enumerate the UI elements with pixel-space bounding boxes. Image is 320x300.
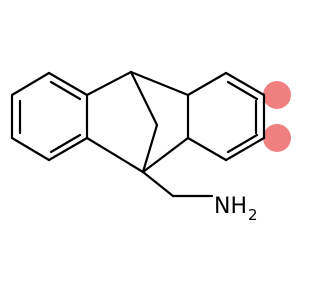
bridge-bond <box>141 123 159 174</box>
highlighted-atom-lower <box>263 124 291 152</box>
molecule-canvas: NH2 <box>10 70 291 224</box>
bond <box>85 70 133 97</box>
highlighted-atom-upper <box>263 81 291 109</box>
bond <box>10 71 51 97</box>
aromatic-inner-bond <box>49 133 82 154</box>
bond <box>186 136 228 162</box>
aromatic-inner-bond <box>226 133 259 154</box>
bond <box>47 136 89 162</box>
bond <box>224 71 266 97</box>
bridge-bond <box>129 70 159 127</box>
bond <box>129 70 190 97</box>
aromatic-inner-bond <box>226 80 259 101</box>
bond <box>47 71 89 97</box>
bond <box>224 136 266 162</box>
aromatic-inner-bond <box>49 80 82 101</box>
amine-label: NH2 <box>214 194 258 224</box>
bond <box>186 71 228 97</box>
bond <box>85 136 145 174</box>
bond <box>141 136 190 174</box>
bond <box>10 136 51 162</box>
substituent-bond <box>141 170 175 198</box>
structure-diagram: NH2 <box>10 70 291 224</box>
